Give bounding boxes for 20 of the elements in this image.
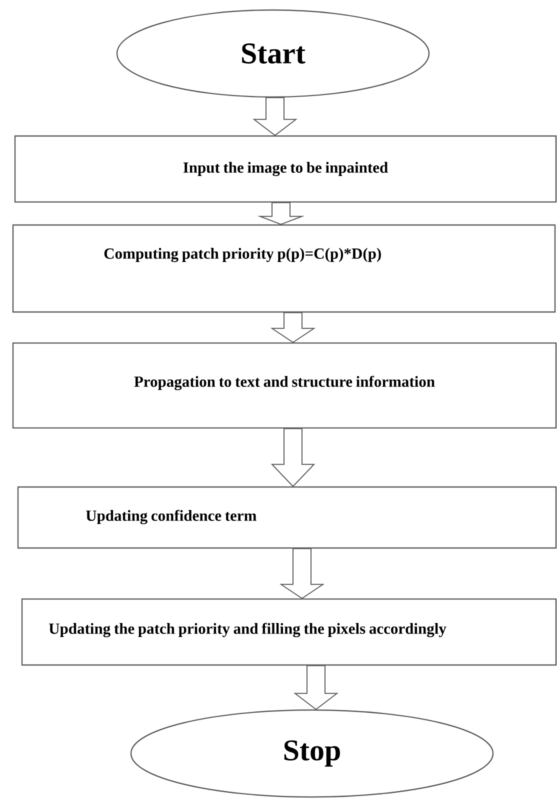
process-box bbox=[14, 135, 557, 203]
hollow-arrow bbox=[270, 428, 316, 488]
step-label: Stop bbox=[284, 740, 340, 767]
step-label: Start bbox=[242, 43, 306, 64]
hollow-arrow bbox=[252, 97, 298, 136]
step-label: Computing patch priority p(p)=C(p)*D(p) bbox=[104, 248, 381, 262]
terminal-ellipse bbox=[116, 9, 430, 98]
hollow-arrow bbox=[270, 312, 316, 343]
step-label: Input the image to be inpainted bbox=[183, 162, 388, 176]
process-box bbox=[17, 486, 557, 549]
step-label: Updating confidence term bbox=[86, 510, 256, 524]
hollow-arrow bbox=[294, 665, 338, 710]
process-box bbox=[21, 598, 557, 666]
step-label: Propagation to text and structure information bbox=[134, 376, 435, 390]
terminal-ellipse bbox=[130, 709, 494, 798]
hollow-arrow bbox=[257, 202, 305, 225]
step-label: Updating the patch priority and filling the pixels accordingly bbox=[49, 622, 446, 638]
process-box bbox=[12, 342, 557, 429]
process-box bbox=[12, 224, 556, 313]
hollow-arrow bbox=[279, 548, 325, 599]
